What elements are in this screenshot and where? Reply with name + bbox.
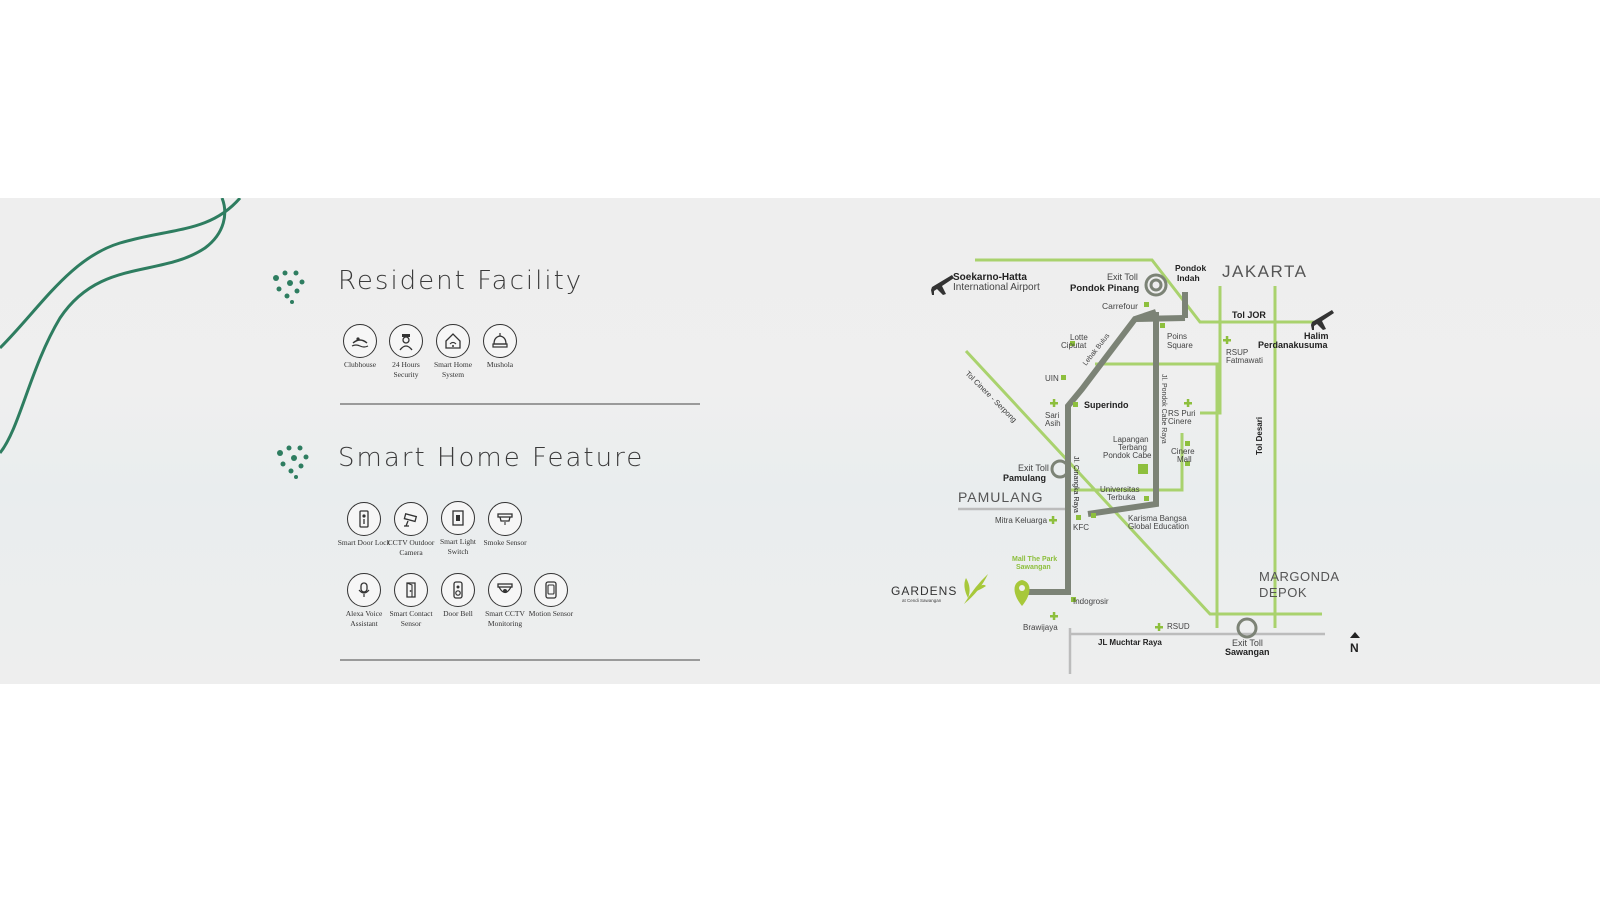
- mushola-item: Mushola: [473, 324, 527, 370]
- light-switch-item: Smart Light Switch: [431, 501, 485, 556]
- smoke-sensor-icon: [488, 502, 522, 536]
- map-label: Halim: [1304, 331, 1329, 341]
- map-label: Mall The Park: [1012, 556, 1057, 563]
- map-label: JL Muchtar Raya: [1098, 638, 1162, 647]
- door-bell-item: Door Bell: [431, 573, 485, 619]
- map-label: Brawijaya: [1023, 623, 1058, 632]
- cctv-dome-icon: [488, 573, 522, 607]
- map-label: Exit Toll: [1232, 638, 1263, 648]
- map-label: International Airport: [953, 282, 1040, 293]
- map-label: Square: [1167, 341, 1193, 350]
- map-label: RSUP: [1226, 348, 1248, 357]
- map-label: Superindo: [1084, 400, 1129, 410]
- map-label: Indogrosir: [1073, 597, 1109, 606]
- main-route: [1025, 292, 1188, 595]
- smoke-sensor-item: Smoke Sensor: [478, 502, 532, 548]
- map-label: Tol Desari: [1255, 417, 1264, 455]
- map-label: Asih: [1045, 419, 1061, 428]
- map-label: Lotte: [1070, 333, 1088, 342]
- voice-assistant-icon: [347, 573, 381, 607]
- map-label: DEPOK: [1259, 585, 1307, 600]
- cctv-monitoring-item: Smart CCTV Monitoring: [478, 573, 532, 628]
- map-label: JAKARTA: [1222, 262, 1307, 281]
- map-label: Lapangan: [1113, 435, 1149, 444]
- location-pin-icon: [1014, 580, 1030, 606]
- cctv-outdoor-icon: [394, 502, 428, 536]
- map-label: Pamulang: [1003, 473, 1046, 483]
- door-lock-item: Smart Door Lock: [337, 502, 391, 548]
- section-divider: [340, 403, 700, 405]
- north-arrow-icon: [1350, 632, 1360, 638]
- map-label: Exit Toll: [1018, 463, 1049, 473]
- map-label: Mitra Keluarga: [995, 516, 1048, 525]
- door-bell-icon: [441, 573, 475, 607]
- map-label: Karisma Bangsa: [1128, 514, 1187, 523]
- decorative-wave-lines: [0, 198, 242, 454]
- map-label: RSUD: [1167, 622, 1190, 631]
- security-guard-icon: [389, 324, 423, 358]
- voice-assistant-item: Alexa Voice Assistant: [337, 573, 391, 628]
- north-label: N: [1350, 641, 1359, 655]
- door-lock-icon: [347, 502, 381, 536]
- map-label: Pondok Pinang: [1070, 283, 1139, 294]
- smart-home-icon: [436, 324, 470, 358]
- map-label: Jl. Cinangka Raya: [1072, 456, 1079, 513]
- map-label: UIN: [1045, 374, 1059, 383]
- gardens-logo-subtext: at Cendi Sawangan: [902, 598, 942, 603]
- map-label: Terbuka: [1107, 493, 1136, 502]
- light-switch-icon: [441, 501, 475, 535]
- map-label: Soekarno-Hatta: [953, 272, 1027, 283]
- map-label: PAMULANG: [958, 489, 1044, 505]
- clubhouse-icon: [343, 324, 377, 358]
- resident-facility-title: Resident Facility: [338, 266, 584, 296]
- mosque-dome-icon: [483, 324, 517, 358]
- map-label: Poins: [1167, 332, 1187, 341]
- toll-ring-icon: [1050, 273, 1258, 639]
- map-label: Perdanakusuma: [1258, 340, 1329, 350]
- map-label: Ciputat: [1061, 341, 1087, 350]
- map-label: Pondok: [1175, 263, 1206, 273]
- map-label: Pondok Cabe: [1103, 451, 1152, 460]
- section-divider: [340, 659, 700, 661]
- map-label: Universitas: [1100, 485, 1140, 494]
- cctv-outdoor-item: CCTV Outdoor Camera: [384, 502, 438, 557]
- hospital-plus-icons: [1049, 336, 1231, 631]
- clubhouse-item: Clubhouse: [333, 324, 387, 370]
- map-label: Carrefour: [1102, 301, 1138, 311]
- poi-square-icons: [1061, 302, 1190, 602]
- smart-home-item: Smart Home System: [426, 324, 480, 379]
- map-label: Fatmawati: [1226, 356, 1263, 365]
- map-label: Cinere: [1171, 447, 1195, 456]
- smart-home-feature-title: Smart Home Feature: [338, 443, 645, 473]
- motion-sensor-icon: [534, 573, 568, 607]
- dots-logo-icon: [277, 445, 309, 479]
- gardens-leaf-logo: [964, 574, 988, 604]
- brochure-panel: Resident Facility Clubhouse 24 Hours Sec…: [0, 198, 1600, 684]
- map-label: Exit Toll: [1107, 272, 1138, 282]
- map-label: Sawangan: [1225, 647, 1270, 657]
- airport-icon: [931, 275, 1334, 330]
- map-label: Indah: [1177, 273, 1200, 283]
- dots-logo-icon: [273, 270, 305, 304]
- map-label: MARGONDA: [1259, 569, 1340, 584]
- gray-roads: [958, 507, 1325, 674]
- map-label: Jl. Pondok Cabe Raya: [1160, 374, 1167, 444]
- security-item: 24 Hours Security: [379, 324, 433, 379]
- map-label: Sawangan: [1016, 564, 1051, 571]
- map-label: Global Education: [1128, 522, 1189, 531]
- map-label: RS Puri: [1168, 409, 1196, 418]
- map-label: Sari: [1045, 411, 1059, 420]
- gardens-logo-text: GARDENS: [891, 584, 957, 598]
- light-green-roads: [964, 258, 1322, 628]
- map-label: Cinere: [1168, 417, 1192, 426]
- contact-sensor-icon: [394, 573, 428, 607]
- contact-sensor-item: Smart Contact Sensor: [384, 573, 438, 628]
- map-label: KFC: [1073, 523, 1089, 532]
- location-map: Soekarno-Hatta International Airport Exi…: [891, 258, 1360, 674]
- motion-sensor-item: Motion Sensor: [524, 573, 578, 619]
- map-label: Mall: [1177, 455, 1192, 464]
- map-label: Tol JOR: [1232, 310, 1266, 320]
- map-label: Terbang: [1118, 443, 1147, 452]
